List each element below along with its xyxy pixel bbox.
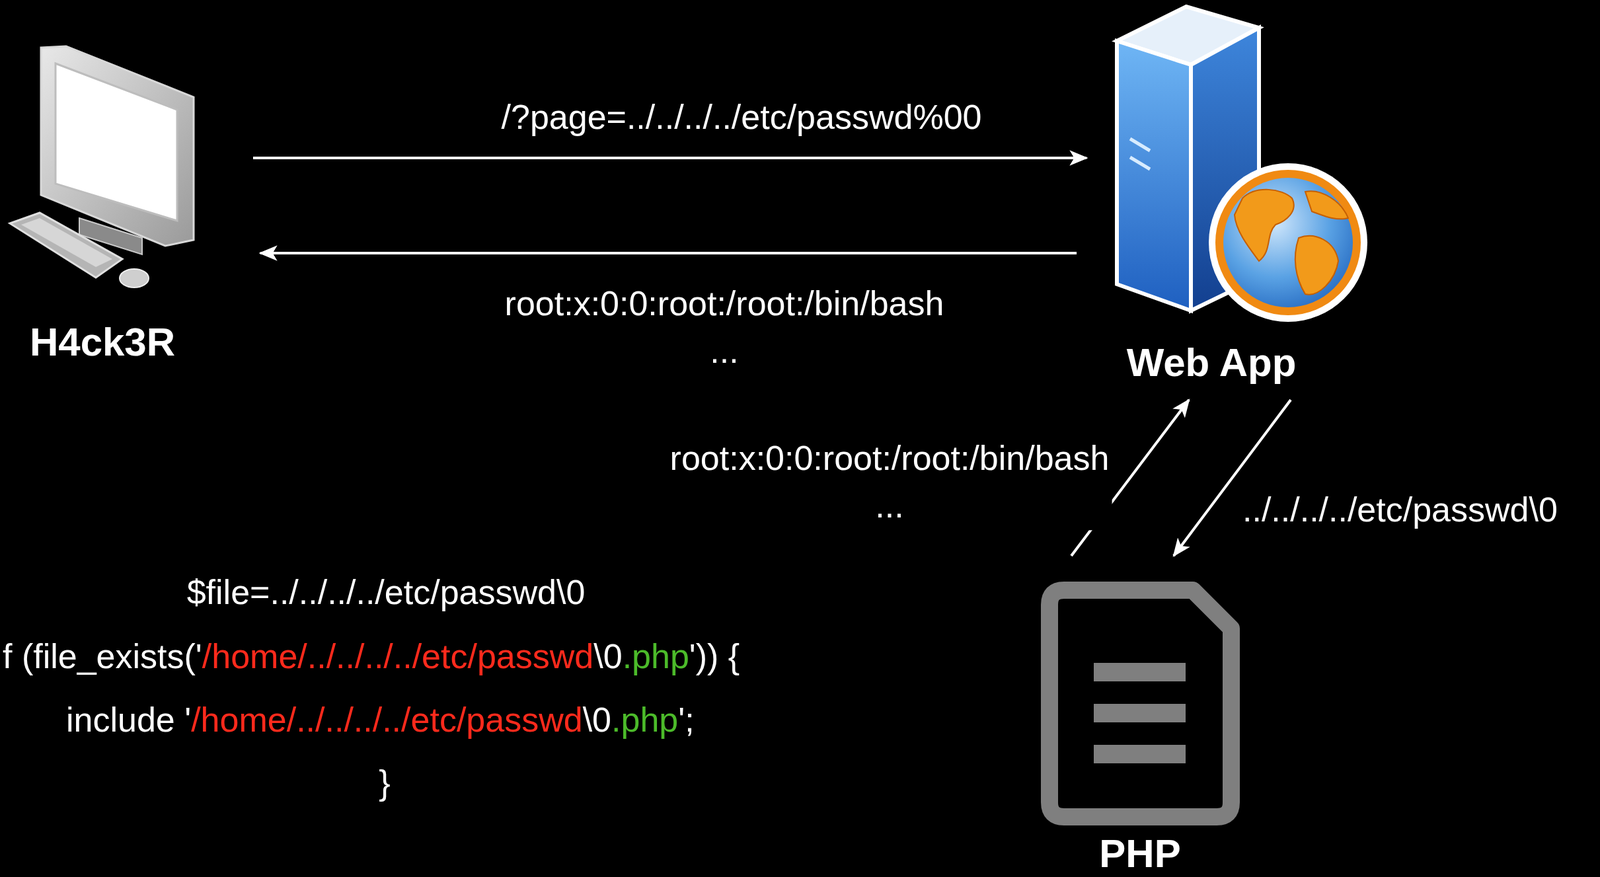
computer-icon xyxy=(9,46,194,288)
code-line: f (file_exists('/home/../../../../etc/pa… xyxy=(2,635,740,677)
arrow-line xyxy=(260,251,1077,255)
code-text: \0 xyxy=(582,700,612,739)
node-label: H4ck3R xyxy=(29,322,176,363)
code-line: $file=../../../../etc/passwd\0 xyxy=(187,571,586,613)
edge-label: ../../../../etc/passwd\0 xyxy=(1239,486,1561,534)
code-text: ')) { xyxy=(689,637,740,676)
client-computer: H4ck3R xyxy=(9,46,194,371)
file-icon xyxy=(1049,590,1232,817)
node-label: PHP xyxy=(1099,834,1181,874)
code-text: include ' xyxy=(66,700,191,739)
code-text: $file=../../../../etc/passwd\0 xyxy=(187,572,586,612)
code-line: } xyxy=(378,761,390,803)
code-text: /home/../../../../etc/passwd xyxy=(202,637,594,676)
edge-label: root:x:0:0:root:/root:/bin/bash ... xyxy=(502,280,948,376)
code-text: .php xyxy=(611,700,679,739)
code-text: .php xyxy=(622,637,690,676)
edge-label: root:x:0:0:root:/root:/bin/bash ... xyxy=(667,434,1113,531)
server-icon xyxy=(1116,6,1368,322)
node-label: Web App xyxy=(1126,342,1297,383)
code-text: /home/../../../../etc/passwd xyxy=(190,700,583,739)
php-file: PHP xyxy=(1040,581,1240,874)
code-text: } xyxy=(378,763,390,802)
web-server: Web App xyxy=(1106,5,1368,389)
arrow-line xyxy=(253,156,1087,160)
edge-label: /?page=../../../../etc/passwd%00 xyxy=(498,93,985,142)
code-text: '; xyxy=(678,700,694,739)
code-text: f (file_exists(' xyxy=(2,637,203,676)
code-text: \0 xyxy=(593,637,622,676)
code-line: include '/home/../../../../etc/passwd\0.… xyxy=(66,699,695,741)
